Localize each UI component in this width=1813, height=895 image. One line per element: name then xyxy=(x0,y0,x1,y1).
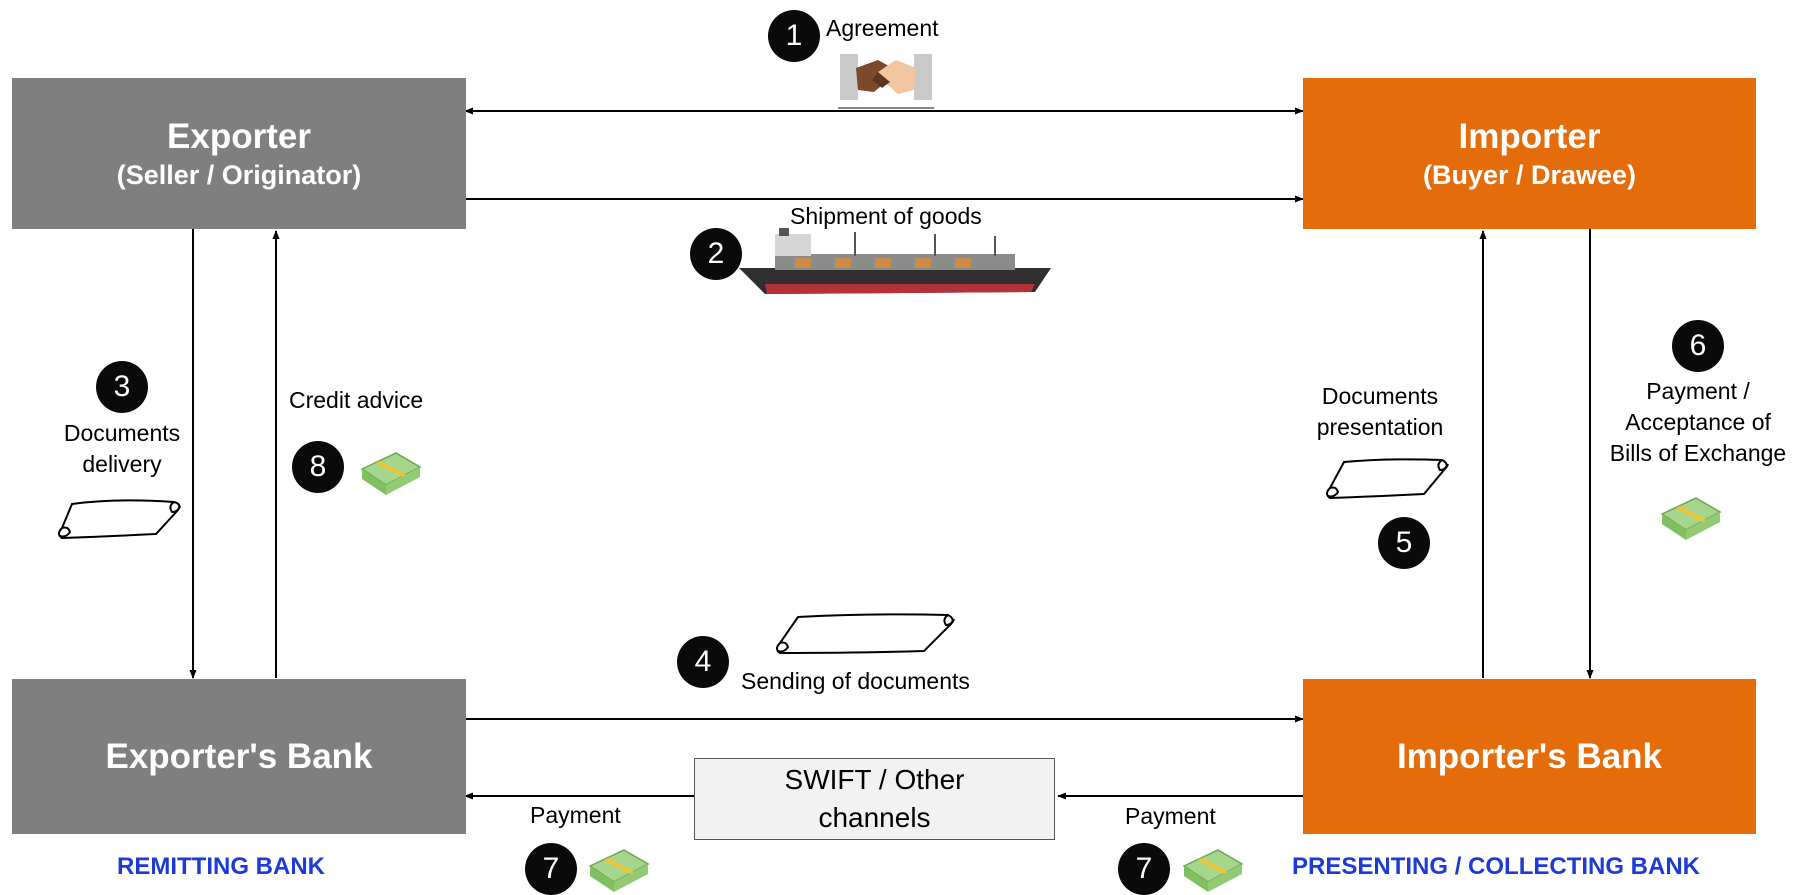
step-3-label-line1: Documents xyxy=(63,420,181,446)
step-8-label: Credit advice xyxy=(289,387,424,413)
step-5-badge: 5 xyxy=(1378,517,1430,569)
step-6-label-line1: Payment / xyxy=(1646,378,1750,404)
money-stack-icon xyxy=(588,849,650,892)
exporter-subtitle: (Seller / Originator) xyxy=(116,159,362,190)
money-stack-icon xyxy=(1182,849,1244,892)
step-8-badge: 8 xyxy=(292,441,344,493)
remitting-bank-label: REMITTING BANK xyxy=(117,853,325,880)
handshake-icon xyxy=(838,54,934,109)
importer-subtitle: (Buyer / Drawee) xyxy=(1422,159,1637,190)
step-4-label: Sending of documents xyxy=(741,668,970,694)
step-7-label-left: Payment xyxy=(530,802,621,828)
step-7-badge-right: 7 xyxy=(1118,843,1170,895)
step-2-label: Shipment of goods xyxy=(790,203,982,229)
importers-bank-title: Importer's Bank xyxy=(1396,736,1663,776)
exporter-box: Exporter (Seller / Originator) xyxy=(12,78,466,229)
step-7-label-right: Payment xyxy=(1125,803,1216,829)
money-stack-icon xyxy=(360,452,422,495)
step-6-badge: 6 xyxy=(1672,320,1724,372)
step-5-label-line1: Documents xyxy=(1321,383,1439,409)
step-1-label: Agreement xyxy=(826,15,939,41)
exporters-bank-title: Exporter's Bank xyxy=(105,736,373,776)
step-6-label-line3: Bills of Exchange xyxy=(1609,440,1787,466)
step-5-label: Documents presentation xyxy=(1306,381,1454,443)
step-1-badge: 1 xyxy=(768,10,820,62)
step-6-label: Payment / Acceptance of Bills of Exchang… xyxy=(1598,376,1798,469)
presenting-collecting-bank-label: PRESENTING / COLLECTING BANK xyxy=(1292,853,1701,880)
ship-icon xyxy=(739,228,1051,294)
step-3-label-line2: delivery xyxy=(82,451,162,477)
importer-title: Importer xyxy=(1458,116,1601,156)
step-7-badge-left: 7 xyxy=(525,843,577,895)
step-5-label-line2: presentation xyxy=(1316,414,1444,440)
importer-box: Importer (Buyer / Drawee) xyxy=(1303,78,1756,229)
swift-line1: SWIFT / Other xyxy=(784,764,965,795)
importers-bank-box: Importer's Bank xyxy=(1303,679,1756,834)
document-scroll-icon xyxy=(58,499,181,540)
step-3-badge: 3 xyxy=(96,361,148,413)
step-2-badge: 2 xyxy=(690,228,742,280)
step-4-badge: 4 xyxy=(677,636,729,688)
exporter-title: Exporter xyxy=(167,116,311,156)
swift-line2: channels xyxy=(818,802,931,833)
document-scroll-icon xyxy=(1326,458,1449,500)
exporters-bank-box: Exporter's Bank xyxy=(12,679,466,834)
step-6-label-line2: Acceptance of xyxy=(1625,409,1771,435)
swift-channels-box: SWIFT / Other channels xyxy=(694,758,1055,840)
money-stack-icon xyxy=(1660,497,1722,540)
step-3-label: Documents delivery xyxy=(52,418,192,480)
document-scroll-icon xyxy=(776,613,955,655)
